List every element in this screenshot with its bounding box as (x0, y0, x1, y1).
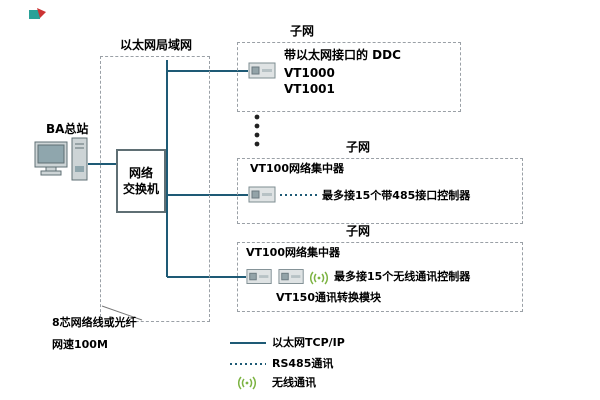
lan-boundary-box (100, 56, 210, 322)
subnet1-box (237, 42, 461, 112)
switch-label-line2: 交换机 (122, 182, 159, 196)
page-marker-icon (28, 6, 48, 26)
subnet2-title: 子网 (346, 140, 371, 154)
subnet2-note: 最多接15个带485接口控制器 (322, 189, 471, 202)
computer-icon (34, 136, 90, 192)
subnet2-box (237, 158, 523, 224)
subnet1-line2: VT1000 (284, 66, 335, 80)
cable-note-line2: 网速100M (52, 338, 108, 351)
subnet3-module-label: VT150通讯转换模块 (276, 291, 381, 304)
concentrator-device-icon (248, 184, 278, 210)
legend-wireless-icon (236, 375, 258, 394)
concentrator2-device-icon (246, 266, 274, 292)
wireless-signal-icon (308, 270, 330, 289)
subnet3-note: 最多接15个无线通讯控制器 (334, 270, 471, 283)
legend-rs485-label: RS485通讯 (272, 357, 334, 370)
legend-ethernet-label: 以太网TCP/IP (272, 336, 345, 349)
subnet1-line3: VT1001 (284, 82, 335, 96)
legend-line-samples (230, 342, 266, 365)
subnet2-device-label: VT100网络集中器 (250, 162, 344, 175)
ddc-device-icon (248, 60, 278, 86)
network-switch-box: 网络 交换机 (116, 149, 166, 213)
subnet1-line1: 带以太网接口的 DDC (284, 48, 401, 62)
switch-label-line1: 网络 (128, 165, 153, 180)
subnet1-title: 子网 (290, 24, 315, 38)
cable-note-line1: 8芯网络线或光纤 (52, 316, 137, 329)
continuation-dots (254, 114, 260, 147)
subnet3-box (237, 242, 523, 312)
subnet3-title: 子网 (346, 224, 371, 238)
cable-callout-line (101, 305, 143, 321)
legend-wireless-label: 无线通讯 (272, 376, 316, 389)
ethernet-lines (88, 60, 248, 278)
vt150-module-icon (278, 266, 306, 292)
subnet3-device-label: VT100网络集中器 (246, 246, 340, 259)
lan-title: 以太网局域网 (120, 38, 193, 52)
station-label: BA总站 (46, 122, 89, 136)
